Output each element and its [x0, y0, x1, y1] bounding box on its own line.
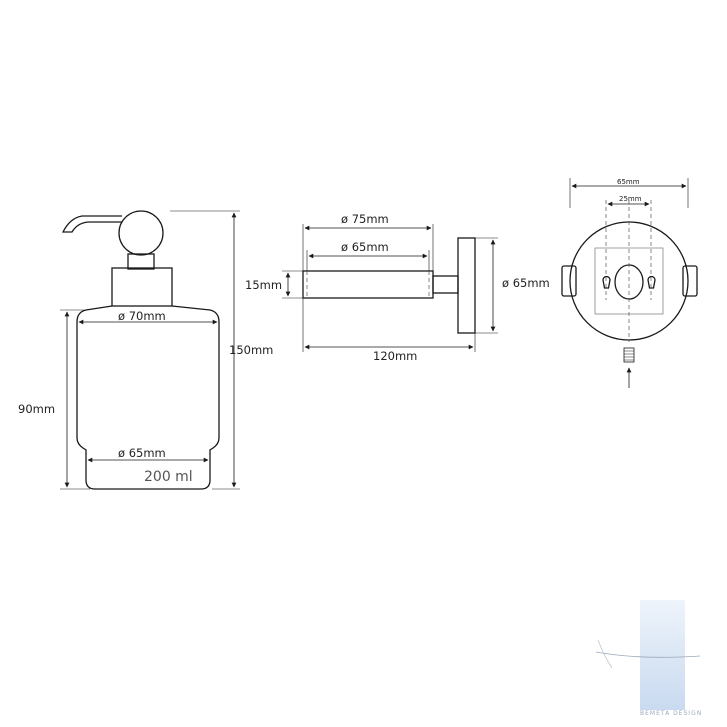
set-screw: [623, 347, 635, 363]
holder-ring-tube: [302, 270, 434, 299]
keyhole-left: [602, 275, 611, 289]
dim-top-diameter: ø 70mm: [118, 309, 166, 323]
holder-wall-plate: [457, 237, 476, 334]
holder-side-view: ø 75mm ø 65mm 15mm 120mm ø 65mm: [245, 212, 550, 363]
watermark-swoosh: [595, 651, 701, 658]
pump-spout: [61, 215, 122, 233]
dim-height-glass: 90mm: [18, 402, 55, 416]
dim-hole-spacing: 25mm: [619, 195, 642, 203]
holder-back-view: 65mm 25mm: [561, 178, 698, 388]
dim-outer-diameter: ø 75mm: [341, 212, 389, 226]
dim-bottom-diameter: ø 65mm: [118, 446, 166, 460]
holder-stem: [432, 275, 459, 294]
pump-neck: [127, 253, 155, 270]
dim-inner-diameter: ø 65mm: [341, 240, 389, 254]
dim-plate-diameter-side: ø 65mm: [502, 276, 550, 290]
back-tab-right: [682, 265, 698, 297]
dim-height-total: 150mm: [229, 343, 273, 357]
dim-plate-diameter-back: 65mm: [617, 178, 640, 186]
glass-body: [76, 305, 220, 490]
back-tab-left: [561, 265, 577, 297]
pump-head: [118, 210, 164, 256]
volume-label: 200 ml: [144, 469, 193, 485]
watermark-brand-text: BEMETA DESIGN: [640, 710, 702, 717]
keyhole-right: [647, 275, 656, 289]
dim-depth: 120mm: [373, 349, 417, 363]
dim-ring-height: 15mm: [245, 278, 282, 292]
watermark-bar: [640, 600, 685, 710]
brand-watermark: BEMETA DESIGN: [595, 600, 702, 717]
soap-dispenser-drawing: 150mm 90mm ø 70mm ø 65mm 200 ml: [18, 210, 273, 490]
pump-collar: [111, 267, 173, 307]
